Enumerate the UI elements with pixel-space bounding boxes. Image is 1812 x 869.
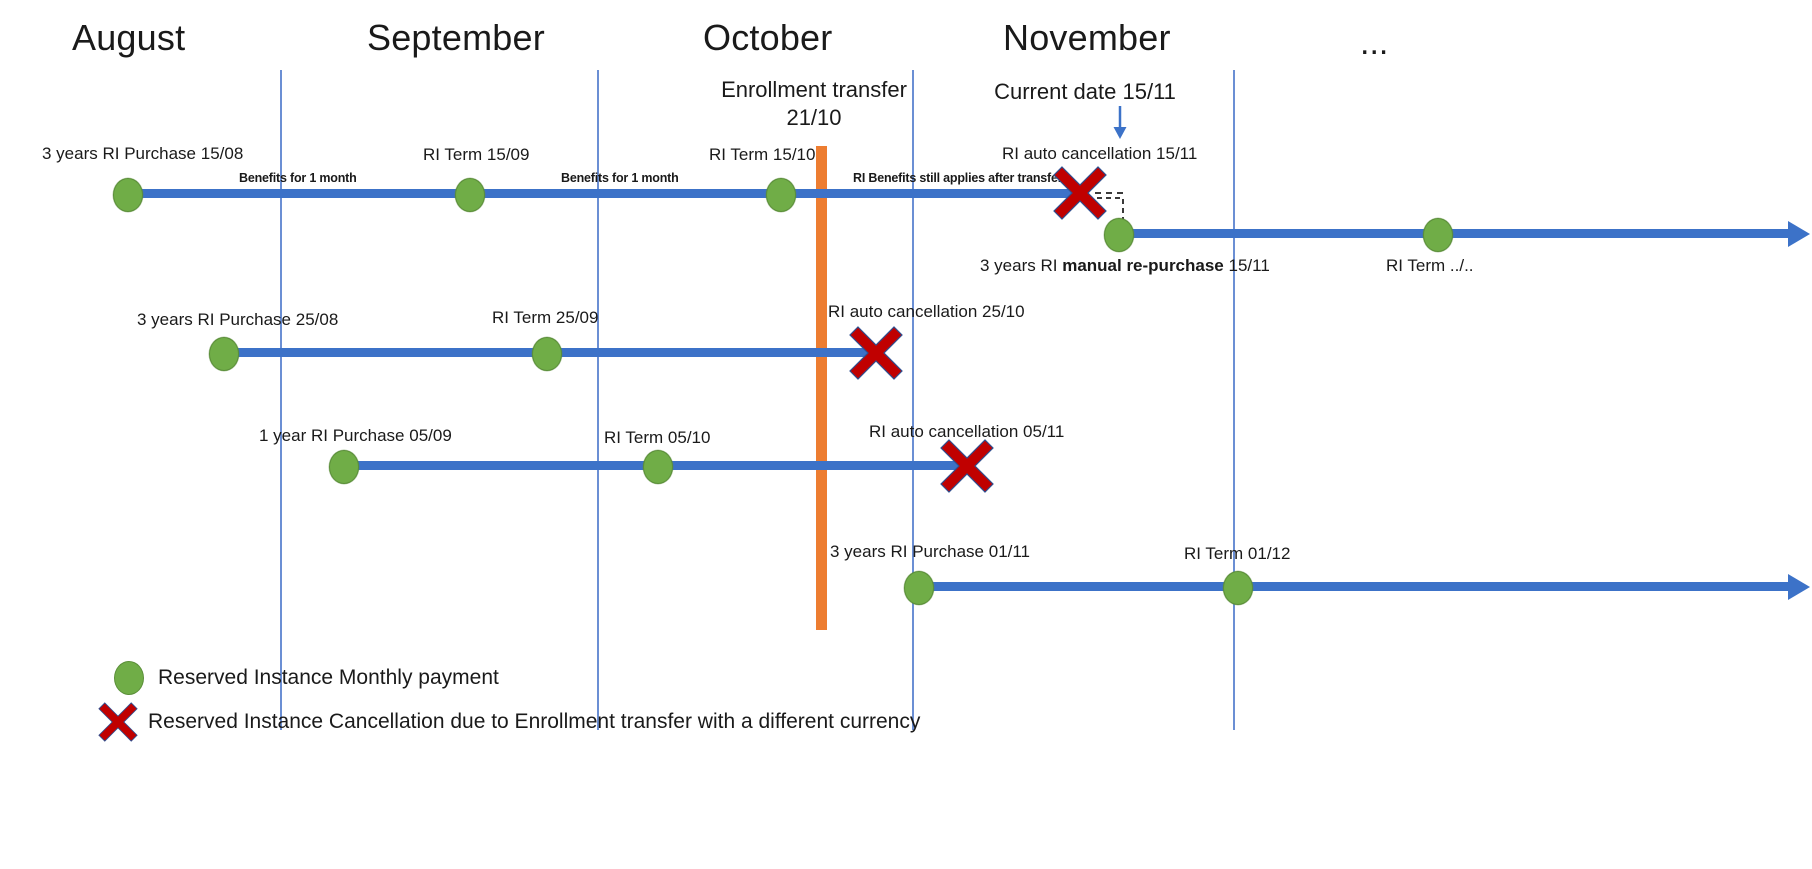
- row3-term-1-label: RI Term 05/10: [604, 428, 711, 447]
- current-date-arrow-icon: [1108, 106, 1132, 145]
- row1-timeline-track: [126, 189, 1084, 198]
- row1-payment-dot-1: [113, 178, 143, 212]
- row3-auto-cancellation-label: RI auto cancellation 05/11: [869, 422, 1065, 441]
- row2-purchase-label: 3 years RI Purchase 25/08: [137, 310, 339, 329]
- row3-cancellation-x-icon: [937, 436, 997, 496]
- month-label-ellipsis: ...: [1360, 24, 1389, 62]
- legend-payment-label: Reserved Instance Monthly payment: [158, 666, 499, 689]
- row2-payment-dot-1: [209, 337, 239, 371]
- row1b-repurchase-label: 3 years RI manual re-purchase 15/11: [980, 256, 1270, 276]
- row4-timeline-arrow-icon: [1788, 574, 1810, 600]
- row1b-timeline-arrow-icon: [1788, 221, 1810, 247]
- month-label-october: October: [703, 17, 833, 58]
- gridline-sep-oct: [597, 70, 599, 730]
- row1-benefits-1-label: Benefits for 1 month: [239, 171, 357, 185]
- gridline-oct-nov: [912, 70, 914, 730]
- row4-payment-dot-1: [904, 571, 934, 605]
- row1b-repurchase-bold: manual re-purchase: [1062, 256, 1224, 275]
- enrollment-transfer-line1: Enrollment transfer: [721, 77, 907, 102]
- row1b-payment-dot-1: [1104, 218, 1134, 252]
- current-date-label: Current date 15/11: [994, 79, 1176, 104]
- red-x-icon: [96, 700, 140, 744]
- row2-payment-dot-2: [532, 337, 562, 371]
- row1-auto-cancellation-label: RI auto cancellation 15/11: [1002, 144, 1198, 163]
- row1-purchase-label: 3 years RI Purchase 15/08: [42, 144, 244, 163]
- row2-cancellation-x-icon: [846, 323, 906, 383]
- row4-term-1-label: RI Term 01/12: [1184, 544, 1291, 563]
- row3-payment-dot-1: [329, 450, 359, 484]
- legend-cancellation-label: Reserved Instance Cancellation due to En…: [148, 710, 921, 733]
- row1b-payment-dot-2: [1423, 218, 1453, 252]
- row1-repurchase-connector: [1095, 192, 1124, 238]
- row2-term-1-label: RI Term 25/09: [492, 308, 599, 327]
- current-date-header: Current date 15/11: [994, 78, 1176, 106]
- row1-benefits-after-transfer-label: RI Benefits still applies after transfer: [853, 171, 1063, 185]
- enrollment-transfer-line: [816, 146, 827, 630]
- row1-term-1-label: RI Term 15/09: [423, 145, 530, 164]
- row4-purchase-label: 3 years RI Purchase 01/11: [830, 542, 1031, 561]
- row3-payment-dot-2: [643, 450, 673, 484]
- enrollment-transfer-line2: 21/10: [786, 104, 842, 130]
- row1-benefits-2-label: Benefits for 1 month: [561, 171, 679, 185]
- month-label-november: November: [1003, 17, 1171, 58]
- row1-payment-dot-3: [766, 178, 796, 212]
- legend-item-payment: Reserved Instance Monthly payment: [114, 661, 499, 695]
- row1-term-2-label: RI Term 15/10: [709, 145, 816, 164]
- row4-payment-dot-2: [1223, 571, 1253, 605]
- row3-purchase-label: 1 year RI Purchase 05/09: [259, 426, 452, 445]
- month-label-september: September: [367, 17, 545, 58]
- enrollment-transfer-header: Enrollment transfer 21/10: [721, 76, 907, 131]
- row1-payment-dot-2: [455, 178, 485, 212]
- gridline-nov-end: [1233, 70, 1235, 730]
- row2-auto-cancellation-label: RI auto cancellation 25/10: [828, 302, 1025, 321]
- row1b-timeline-track: [1118, 229, 1790, 238]
- green-circle-icon: [114, 661, 144, 695]
- row1-cancellation-x-icon: [1050, 163, 1110, 223]
- row1b-term-next-label: RI Term ../..: [1386, 256, 1474, 275]
- gridline-aug-sep: [280, 70, 282, 730]
- row1b-repurchase-prefix: 3 years RI: [980, 256, 1063, 275]
- month-label-august: August: [72, 17, 186, 58]
- row4-timeline-track: [920, 582, 1790, 591]
- legend-item-cancellation: Reserved Instance Cancellation due to En…: [98, 700, 921, 744]
- row1b-repurchase-suffix: 15/11: [1223, 256, 1270, 275]
